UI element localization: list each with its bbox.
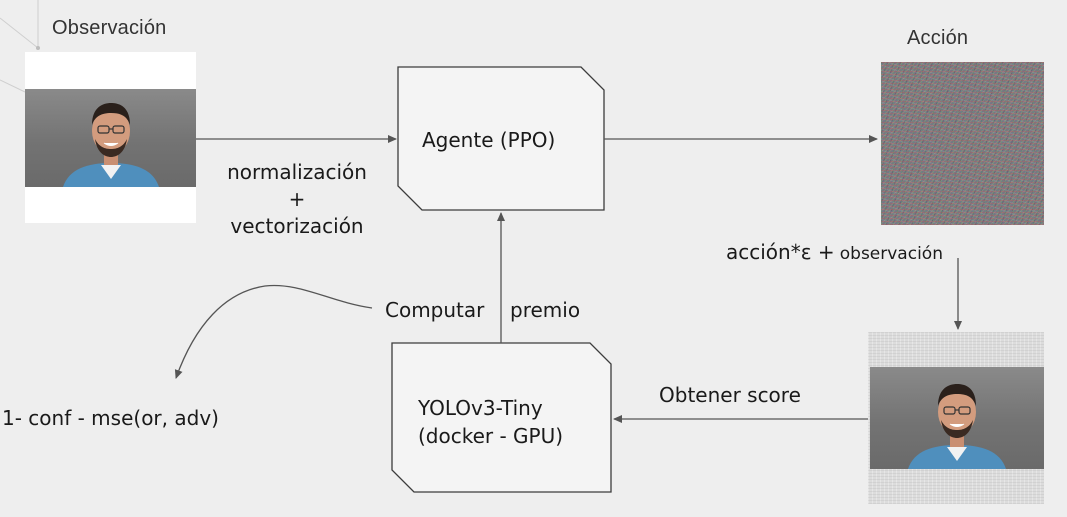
adversarial-portrait-icon [908, 384, 1006, 469]
observation-title: Observación [52, 17, 167, 39]
adversarial-photo-wall [870, 367, 1044, 469]
agent-label: Agente (PPO) [422, 128, 556, 152]
compute-label: Computar [385, 298, 485, 322]
combine-label: acción*ε + observación [726, 240, 943, 264]
arrow-reward-to-formula [174, 284, 373, 379]
preprocess-line-2: vectorización [230, 214, 364, 238]
adversarial-image [868, 332, 1044, 504]
reward-label: premio [510, 298, 581, 322]
formula-label: 1- conf - mse(or, adv) [2, 406, 219, 430]
preprocess-line-1: normalización [227, 160, 367, 184]
detector-line-1: YOLOv3-Tiny [418, 396, 543, 420]
portrait-icon [63, 103, 159, 187]
action-title: Acción [907, 27, 969, 49]
preprocess-plus: + [288, 187, 306, 211]
detector-line-2: (docker - GPU) [418, 424, 564, 448]
combine-small: observación [839, 244, 943, 264]
get-score-label: Obtener score [659, 383, 801, 407]
action-noise-image [881, 62, 1044, 225]
detector-label: YOLOv3-Tiny (docker - GPU) [418, 394, 563, 450]
combine-main: acción*ε + [726, 240, 835, 264]
decorative-lines [0, 0, 40, 93]
agent-box [397, 66, 605, 211]
preprocess-label: normalización + vectorización [206, 158, 388, 241]
detector-box [391, 342, 612, 493]
observation-image [25, 52, 196, 223]
photo-wall [25, 89, 196, 187]
